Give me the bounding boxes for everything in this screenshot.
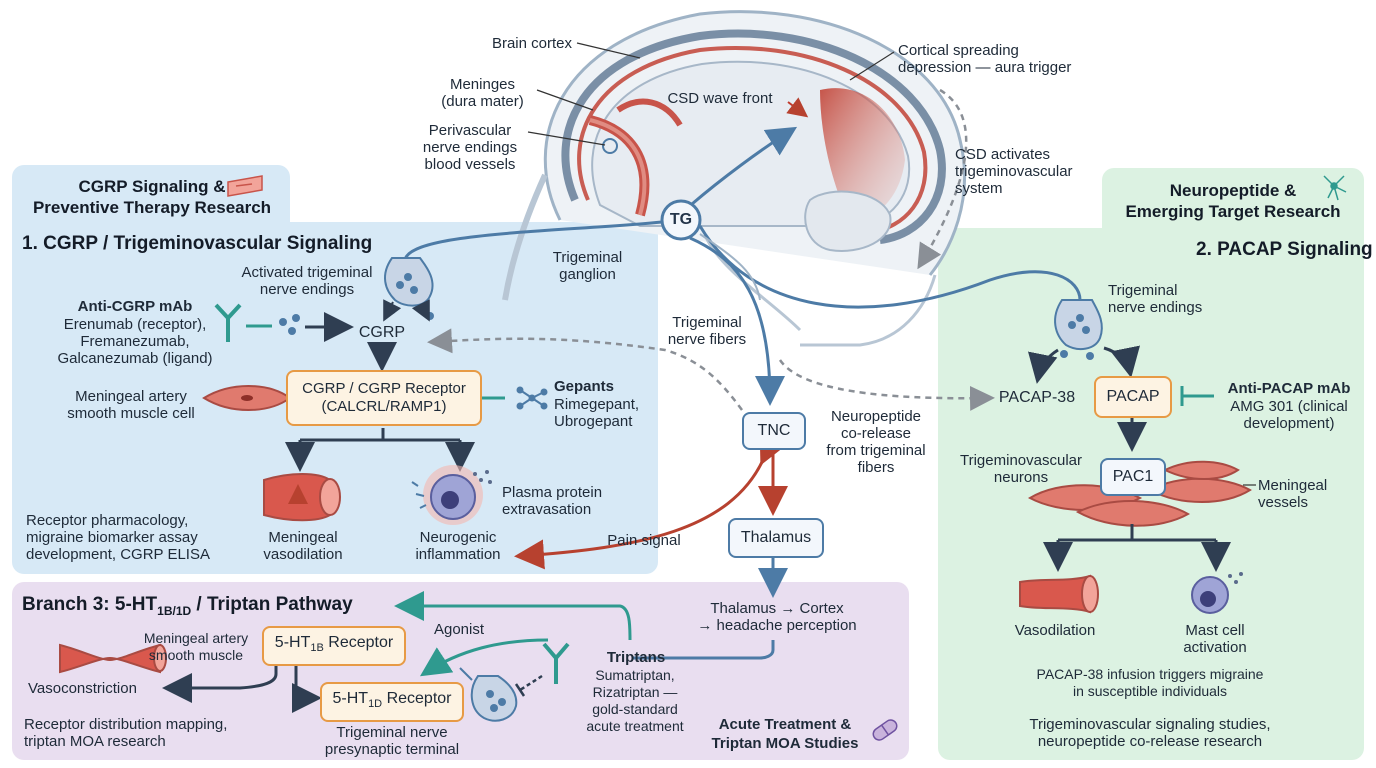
cgrp-section-title: 1. CGRP / Trigeminovascular Signaling <box>22 233 373 254</box>
neuron-icon <box>1323 175 1347 201</box>
dilated-vessel <box>263 473 341 522</box>
smooth-muscle-label: Meningeal artery smooth muscle cell <box>67 388 195 422</box>
presynaptic-terminal <box>459 667 518 722</box>
triptans-title: Triptans <box>606 649 666 666</box>
5ht1d-receptor-box: 5-HT1D Receptor <box>320 682 464 722</box>
vasoconstriction-label: Vasoconstriction <box>28 680 137 697</box>
agonist-label: Agonist <box>433 621 485 638</box>
cgrp-nerve-ending <box>384 257 434 320</box>
anti-cgrp-title: Anti-CGRP mAb <box>77 298 193 315</box>
cgrp-tab-title: CGRP Signaling & Preventive Therapy Rese… <box>32 177 272 217</box>
head-illustration <box>502 10 967 347</box>
activated-endings-label: Activated trigeminal nerve endings <box>241 264 373 298</box>
meningeal-vessels-label: Meningeal vessels <box>1258 477 1328 511</box>
presynaptic-terminal-label: Trigeminal nerve presynaptic terminal <box>324 724 460 758</box>
pain-signal-label: Pain signal <box>607 532 681 549</box>
neuropeptide-label: Neuropeptide co-release from trigeminal … <box>826 408 926 476</box>
mast-cell <box>1191 572 1243 614</box>
tg-node <box>660 199 702 241</box>
5ht1b-receptor-box: 5-HT1B Receptor <box>262 626 406 666</box>
pacap-research-label: Trigeminovascular signaling studies, neu… <box>1029 716 1271 750</box>
pacap38-label: PACAP-38 <box>998 389 1076 406</box>
plasma-label: Plasma protein extravasation <box>502 484 603 518</box>
pacap-infusion-note: PACAP-38 infusion triggers migraine in s… <box>1036 666 1264 699</box>
pacap-vessel <box>1019 574 1099 614</box>
vasodilation-label: Meningeal vasodilation <box>263 529 343 563</box>
triptan-smooth-muscle-label: Meningeal artery smooth muscle <box>143 630 249 663</box>
cgrp-label: CGRP <box>358 324 406 341</box>
pill-icon <box>872 719 898 741</box>
anti-pacap-title: Anti-PACAP mAb <box>1227 380 1351 397</box>
triptan-section-title: Branch 3: 5-HT1B/1D / Triptan Pathway <box>22 594 353 618</box>
anti-pacap-drugs: AMG 301 (clinical development) <box>1230 398 1348 432</box>
pacap-box: PACAP <box>1094 376 1172 418</box>
trigeminal-fibers-label: Trigeminal nerve fibers <box>667 314 747 348</box>
pacap-panel-tab <box>1102 168 1364 238</box>
inflammation-cell <box>411 465 492 525</box>
triptan-research-label: Receptor distribution mapping, triptan M… <box>24 716 228 750</box>
thalamus-node: Thalamus <box>728 518 824 558</box>
anti-cgrp-drugs: Erenumab (receptor), Fremanezumab, Galca… <box>57 316 213 367</box>
acute-treatment-badge: Acute Treatment & Triptan MOA Studies <box>711 716 859 752</box>
tg-label: TG <box>669 211 693 228</box>
blood-vessel-icon <box>227 175 263 197</box>
gepants-drugs: Rimegepant, Ubrogepant <box>554 396 640 430</box>
csd-wave-label: CSD wave front <box>667 90 773 107</box>
pacap-nerve-ending <box>1054 299 1103 360</box>
trigeminovascular-neurons-label: Trigeminovascular neurons <box>960 452 1082 486</box>
brain-cortex-label: Brain cortex <box>491 35 572 52</box>
perivascular-label: Perivascular nerve endings blood vessels <box>422 122 518 173</box>
cgrp-receptor-box: CGRP / CGRP Receptor (CALCRL/RAMP1) <box>286 370 482 426</box>
pacap-vasodilation-label: Vasodilation <box>1014 622 1096 639</box>
tnc-node: TNC <box>742 412 806 450</box>
trigeminal-ganglion-label: Trigeminal ganglion <box>552 249 623 283</box>
mast-cell-label: Mast cell activation <box>1183 622 1247 656</box>
triptan-antibody-icon <box>542 642 570 684</box>
gepants-title: Gepants <box>554 378 615 395</box>
inflammation-label: Neurogenic inflammation <box>415 529 501 563</box>
pac1-node: PAC1 <box>1100 458 1166 496</box>
pacap-endings-label: Trigeminal nerve endings <box>1108 282 1203 316</box>
pacap-tab-title: Neuropeptide & Emerging Target Research <box>1125 181 1341 221</box>
csd-label: Cortical spreading depression — aura tri… <box>898 42 1072 76</box>
pacap-section-title: 2. PACAP Signaling <box>1196 239 1373 260</box>
cgrp-research-label: Receptor pharmacology, migraine biomarke… <box>26 512 210 563</box>
anti-cgrp-antibody <box>214 303 242 342</box>
constricted-vessel <box>59 643 167 674</box>
triptans-drugs: Sumatriptan, Rizatriptan — gold-standard… <box>586 667 684 734</box>
meninges-label: Meninges (dura mater) <box>441 76 524 110</box>
perception-label: Thalamus → Cortex → headache perception <box>697 600 857 634</box>
csd-activates-label: CSD activates trigeminovascular system <box>955 146 1073 197</box>
